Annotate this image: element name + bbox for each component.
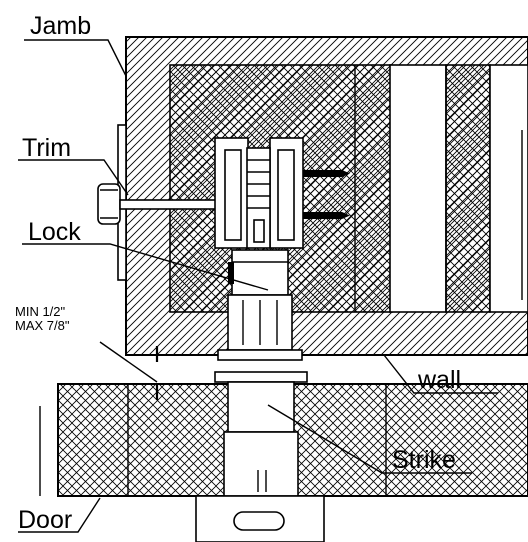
label-trim: Trim — [22, 134, 71, 162]
label-wall: wall — [417, 366, 461, 394]
jamb-frame — [125, 36, 528, 356]
lock-body — [214, 137, 350, 361]
strike-assembly — [195, 371, 325, 542]
label-lock: Lock — [28, 218, 81, 246]
label-door: Door — [18, 506, 72, 534]
leader-lines — [18, 39, 498, 533]
label-strike: Strike — [392, 446, 456, 474]
label-jamb: Jamb — [30, 12, 91, 40]
label-max-gap: MAX 7/8" — [15, 318, 70, 333]
label-min-gap: MIN 1/2" — [15, 304, 66, 319]
